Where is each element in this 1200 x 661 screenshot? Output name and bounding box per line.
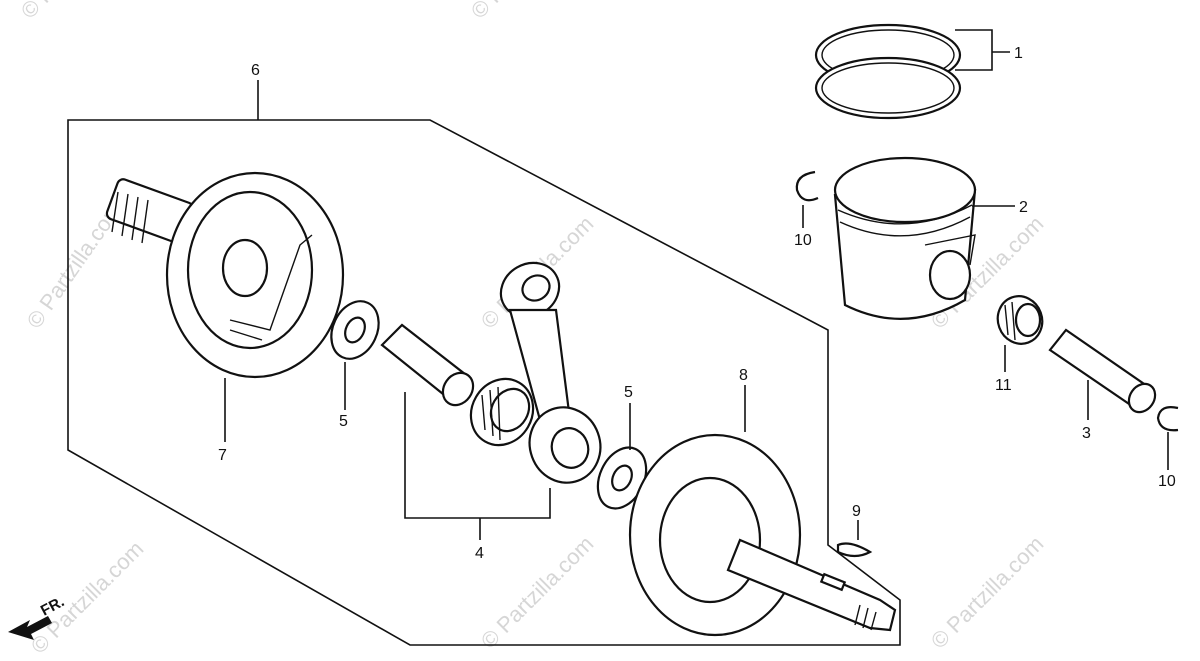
needle-bearing-big-end	[469, 377, 535, 447]
watermark: © Partzilla.com	[16, 0, 139, 24]
callout-6: 6	[251, 62, 260, 79]
callout-7: 7	[218, 447, 227, 464]
watermark: © Partzilla.com	[476, 531, 599, 654]
callout-8: 8	[739, 367, 748, 384]
callout-4: 4	[475, 545, 484, 562]
crank-pin	[380, 323, 475, 407]
callout-3: 3	[1082, 425, 1091, 442]
leader-4	[404, 392, 551, 540]
watermark: © Partzilla.com	[26, 536, 149, 659]
piston-pin	[1048, 328, 1157, 414]
callout-2: 2	[1019, 199, 1028, 216]
leader-1	[955, 29, 1010, 71]
arrow-icon	[8, 616, 52, 640]
callout-1: 1	[1014, 45, 1023, 62]
callout-11: 11	[995, 377, 1012, 394]
connecting-rod	[499, 261, 602, 484]
assembly-outline	[67, 119, 901, 646]
watermark: © Partzilla.com	[466, 0, 589, 24]
piston-pin-clip-right	[1156, 406, 1179, 432]
piston-pin-clip-left	[795, 170, 819, 202]
callout-10a: 10	[794, 232, 812, 249]
callout-5a: 5	[339, 413, 348, 430]
callout-10b: 10	[1158, 473, 1176, 490]
callout-9: 9	[852, 503, 861, 520]
piston-rings	[814, 23, 962, 120]
crank-half-right	[628, 433, 897, 637]
thrust-washer-left	[330, 300, 380, 360]
crank-half-left	[105, 171, 345, 379]
needle-bearing-small-end	[996, 295, 1044, 345]
callout-5b: 5	[624, 384, 633, 401]
woodruff-key	[836, 542, 873, 558]
thrust-washer-right	[596, 446, 648, 510]
piston	[833, 156, 977, 320]
watermark: © Partzilla.com	[926, 531, 1049, 654]
